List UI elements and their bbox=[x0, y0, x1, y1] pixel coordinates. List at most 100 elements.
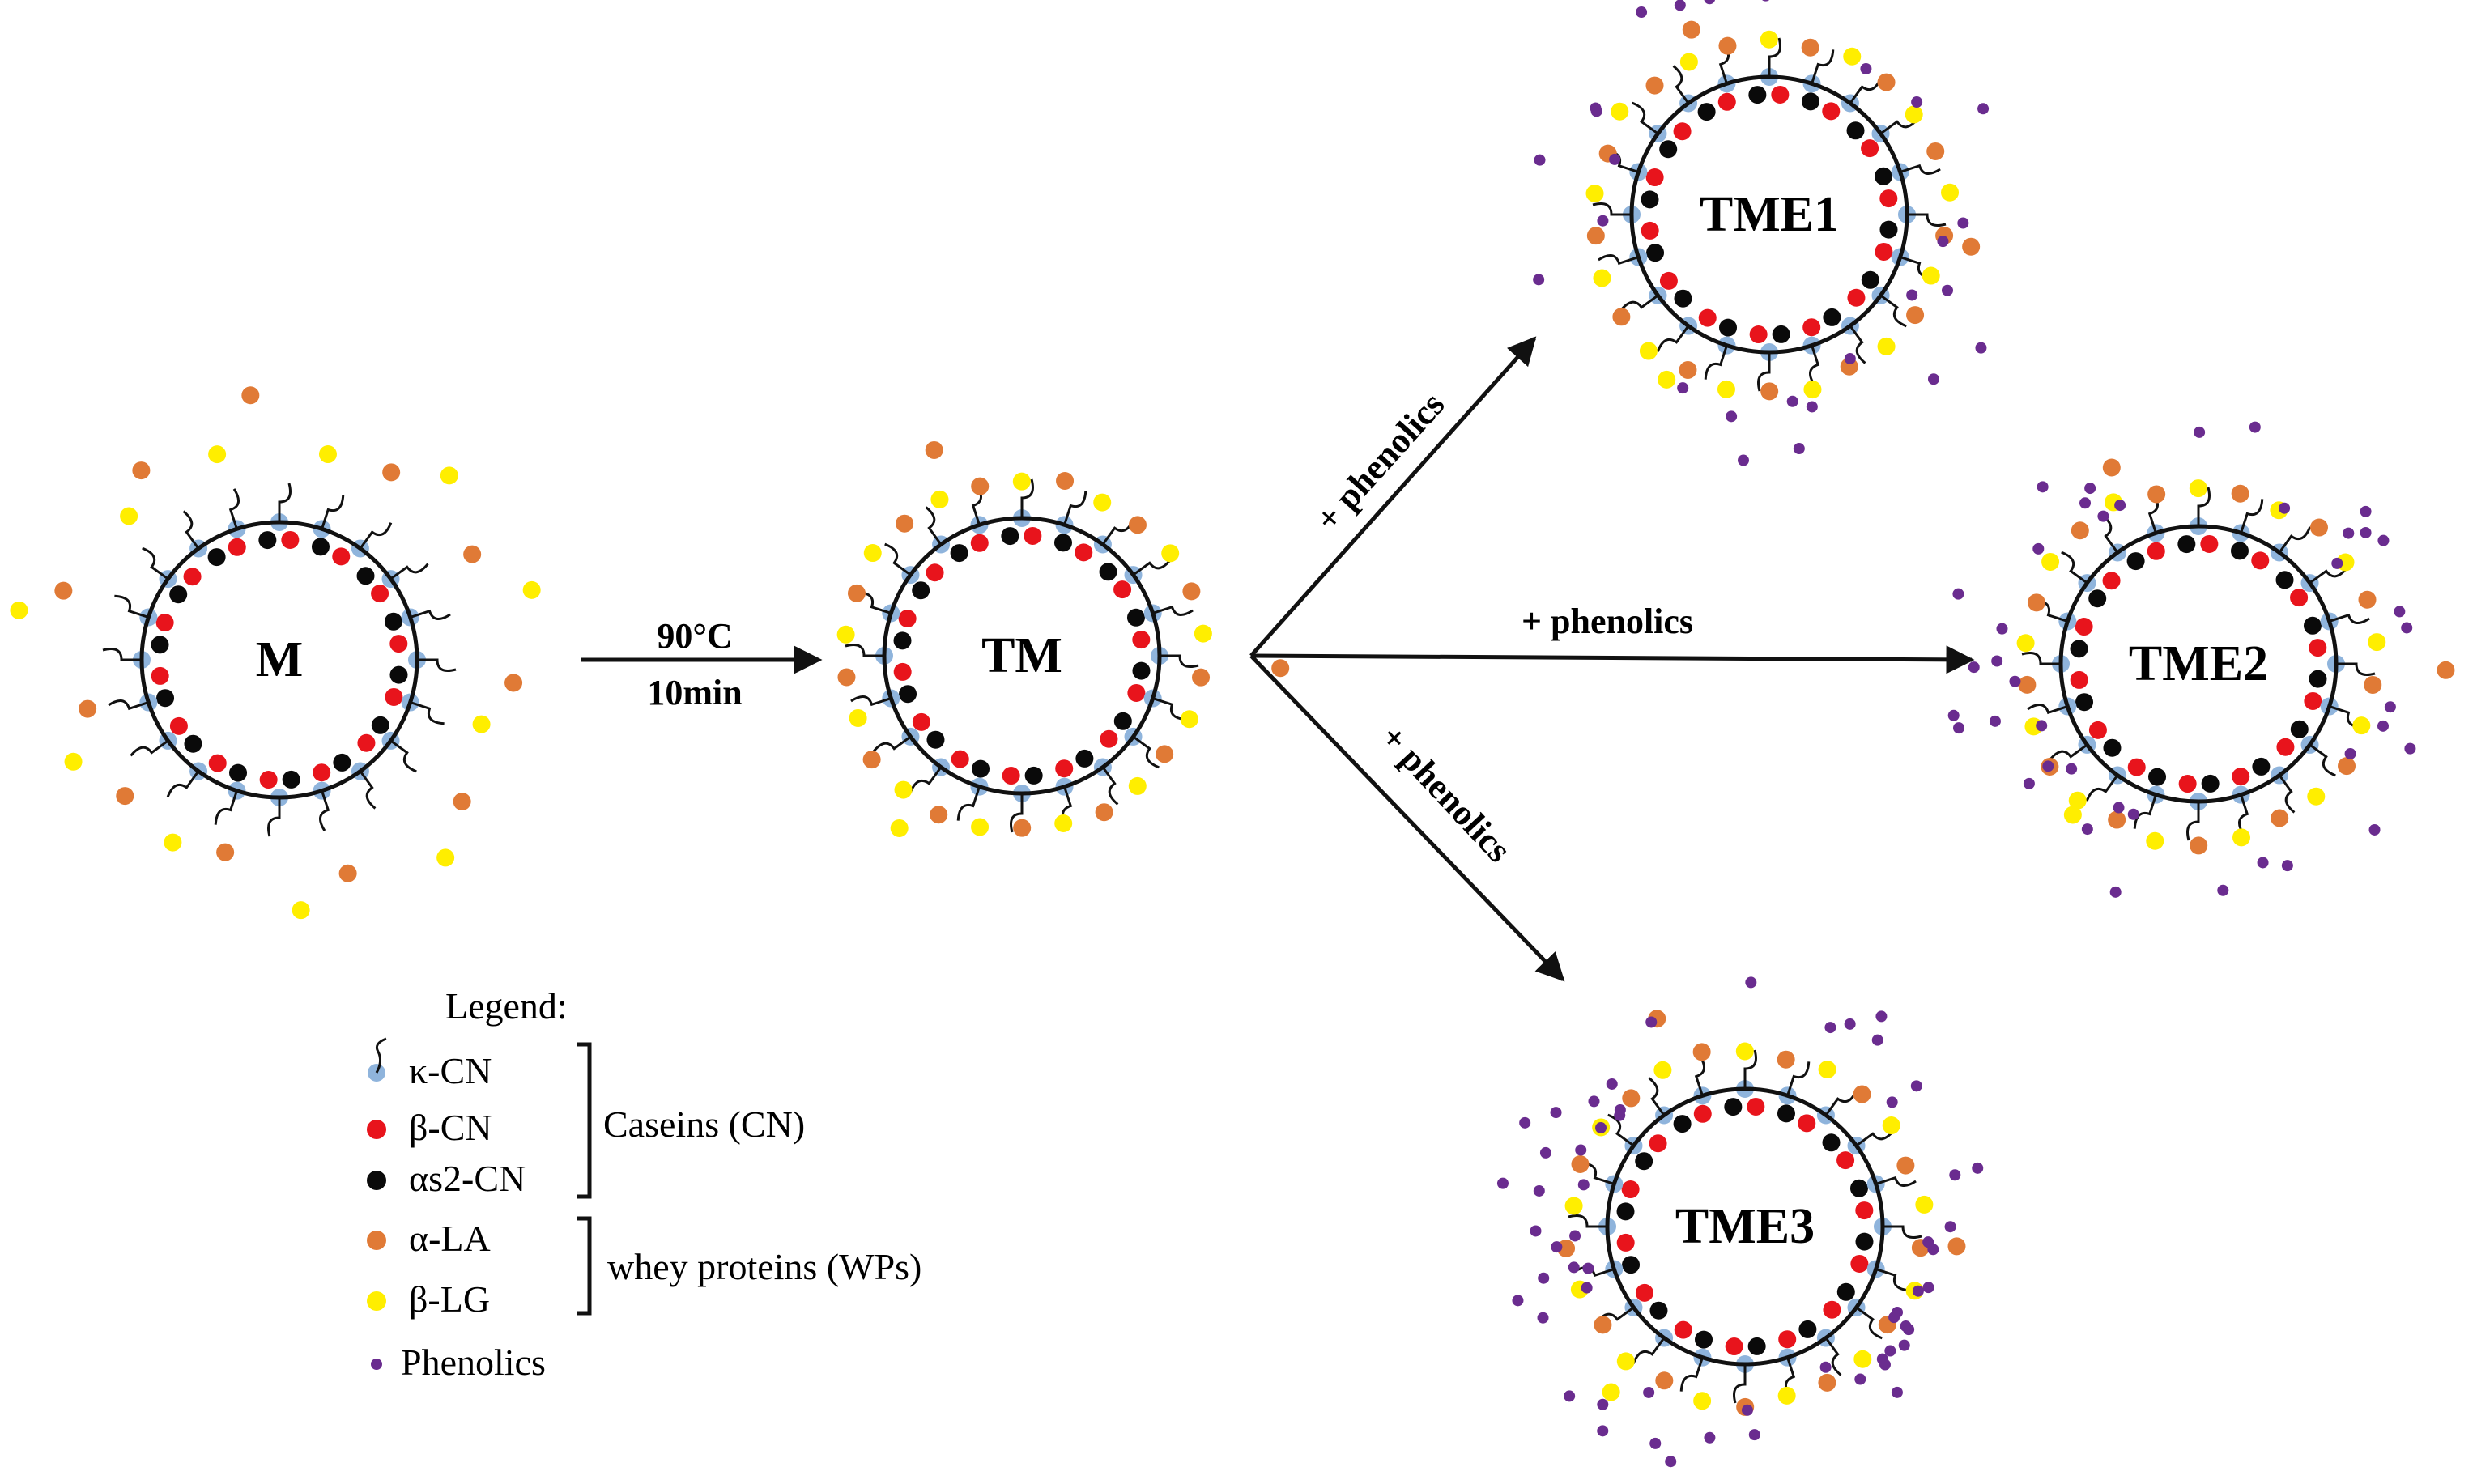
legend-item-alpha-s2-cn: αs2-CN bbox=[367, 1158, 526, 1199]
beta-lg-dot bbox=[2016, 634, 2035, 653]
beta-cn-dot bbox=[1823, 1300, 1841, 1319]
alpha-la-dot bbox=[216, 843, 235, 861]
phenolic-dot bbox=[1534, 154, 1546, 166]
alpha-s2-cn-dot bbox=[1823, 308, 1841, 326]
beta-lg-dot bbox=[1882, 1116, 1900, 1135]
phenolic-dot bbox=[1957, 217, 1969, 229]
alpha-la-dot bbox=[847, 584, 866, 602]
beta-lg-dot bbox=[440, 466, 458, 485]
kappa-cn-hair bbox=[2186, 802, 2200, 841]
alpha-la-dot bbox=[453, 793, 471, 811]
phenolic-dot bbox=[1575, 1144, 1587, 1156]
beta-lg-dot bbox=[1853, 1350, 1872, 1368]
alpha-s2-cn-dot bbox=[389, 665, 408, 684]
alpha-la-dot bbox=[1594, 1316, 1612, 1334]
phenolic-dot bbox=[1793, 443, 1805, 455]
kappa-cn-hair bbox=[1733, 1364, 1747, 1404]
alpha-la-dot bbox=[338, 864, 357, 882]
beta-cn-dot bbox=[1693, 1104, 1712, 1123]
phenolic-dot bbox=[1551, 1241, 1563, 1253]
beta-cn-dot bbox=[2102, 572, 2121, 590]
micelle-tme2: TME2 bbox=[1947, 421, 2455, 898]
kappa-cn-hair bbox=[1152, 605, 1194, 616]
alpha-s2-cn-dot bbox=[2148, 768, 2167, 786]
kappa-cn-hair bbox=[1672, 65, 1690, 104]
phenolic-dot bbox=[1927, 373, 1939, 385]
alpha-la-dot bbox=[463, 545, 482, 563]
alpha-s2-cn-dot bbox=[2230, 542, 2249, 560]
beta-cn-dot bbox=[1875, 242, 1893, 261]
alpha-s2-cn-dot bbox=[912, 581, 930, 600]
beta-cn-dot bbox=[1132, 631, 1151, 649]
alpha-s2-cn-dot bbox=[893, 631, 912, 650]
alpha-la-dot bbox=[1586, 227, 1605, 245]
beta-cn-dot bbox=[1055, 759, 1074, 778]
alpha-s2-cn-dot bbox=[1697, 103, 1716, 121]
beta-cn-dot bbox=[169, 716, 188, 735]
phenolic-dot bbox=[2097, 510, 2109, 522]
micelle-tme1-outline bbox=[1629, 74, 1909, 355]
alpha-la-dot bbox=[1612, 308, 1631, 326]
beta-cn-dot bbox=[1778, 1330, 1797, 1349]
phenolic-dot bbox=[2084, 483, 2096, 495]
alpha-la-dot bbox=[132, 461, 151, 480]
phenolic-dot bbox=[1606, 1078, 1618, 1090]
kappa-cn-hair bbox=[1063, 491, 1087, 525]
beta-cn-dot bbox=[893, 662, 912, 681]
beta-lg-dot bbox=[1639, 342, 1658, 360]
phenolic-dot bbox=[1588, 1095, 1600, 1108]
purple-dot-icon bbox=[371, 1359, 382, 1370]
alpha-la-dot bbox=[1271, 659, 1290, 678]
beta-cn-dot bbox=[1747, 1097, 1765, 1116]
alpha-s2-cn-dot bbox=[1879, 220, 1898, 239]
alpha-s2-cn-dot bbox=[2275, 571, 2294, 589]
kappa-cn-hair bbox=[925, 506, 943, 546]
phenolic-dot bbox=[2344, 747, 2356, 759]
arrow-to-tme2-label: + phenolics bbox=[1522, 602, 1693, 641]
alpha-la-dot bbox=[1192, 668, 1211, 687]
phenolic-dot bbox=[1582, 1262, 1594, 1274]
kappa-cn-hair bbox=[319, 790, 330, 831]
beta-cn-dot bbox=[1847, 288, 1866, 307]
beta-lg-dot bbox=[120, 507, 138, 525]
alpha-la-dot bbox=[862, 751, 881, 769]
alpha-la-dot bbox=[1962, 237, 1981, 256]
phenolic-dot bbox=[1975, 342, 1987, 354]
beta-lg-dot bbox=[164, 833, 182, 852]
beta-lg-dot bbox=[2189, 479, 2207, 498]
phenolic-dot bbox=[1597, 215, 1609, 227]
beta-lg-dot bbox=[1679, 53, 1698, 71]
kappa-cn-hair bbox=[845, 644, 884, 657]
beta-cn-dot bbox=[1113, 580, 1132, 599]
kappa-cn-hair bbox=[1592, 202, 1632, 216]
alpha-la-dot bbox=[2190, 836, 2208, 855]
phenolic-dot bbox=[1906, 289, 1918, 301]
alpha-s2-cn-dot bbox=[333, 753, 351, 772]
alpha-la-dot bbox=[1679, 360, 1697, 379]
kappa-cn-hair bbox=[417, 658, 457, 672]
beta-cn-dot bbox=[951, 750, 969, 768]
alpha-la-dot bbox=[1056, 472, 1075, 491]
beta-cn-dot bbox=[151, 666, 169, 685]
beta-cn-dot bbox=[898, 610, 917, 628]
alpha-s2-cn-dot bbox=[1777, 1104, 1795, 1123]
beta-cn-dot bbox=[1836, 1151, 1855, 1170]
phenolic-dot bbox=[2257, 857, 2269, 869]
beta-cn-dot bbox=[371, 585, 389, 603]
phenolic-dot bbox=[1991, 655, 2003, 667]
micelle-tme3: TME3 bbox=[1496, 976, 1984, 1468]
beta-lg-dot bbox=[1877, 337, 1896, 355]
kappa-cn-hair bbox=[1679, 1357, 1704, 1392]
phenolic-dot bbox=[1911, 96, 1923, 108]
phenolic-dot bbox=[2331, 557, 2343, 569]
phenolic-dot bbox=[1900, 1320, 1912, 1333]
phenolic-dot bbox=[1665, 1456, 1677, 1468]
kappa-cn-hair bbox=[2329, 613, 2370, 624]
phenolic-dot bbox=[1947, 709, 1960, 721]
kappa-cn-hair bbox=[2027, 704, 2068, 715]
beta-cn-dot bbox=[1649, 1134, 1667, 1153]
alpha-la-dot bbox=[1718, 36, 1737, 55]
alpha-la-dot bbox=[2147, 485, 2166, 504]
yellow-dot-icon bbox=[367, 1291, 386, 1311]
kappa-cn-hair bbox=[2133, 794, 2157, 829]
